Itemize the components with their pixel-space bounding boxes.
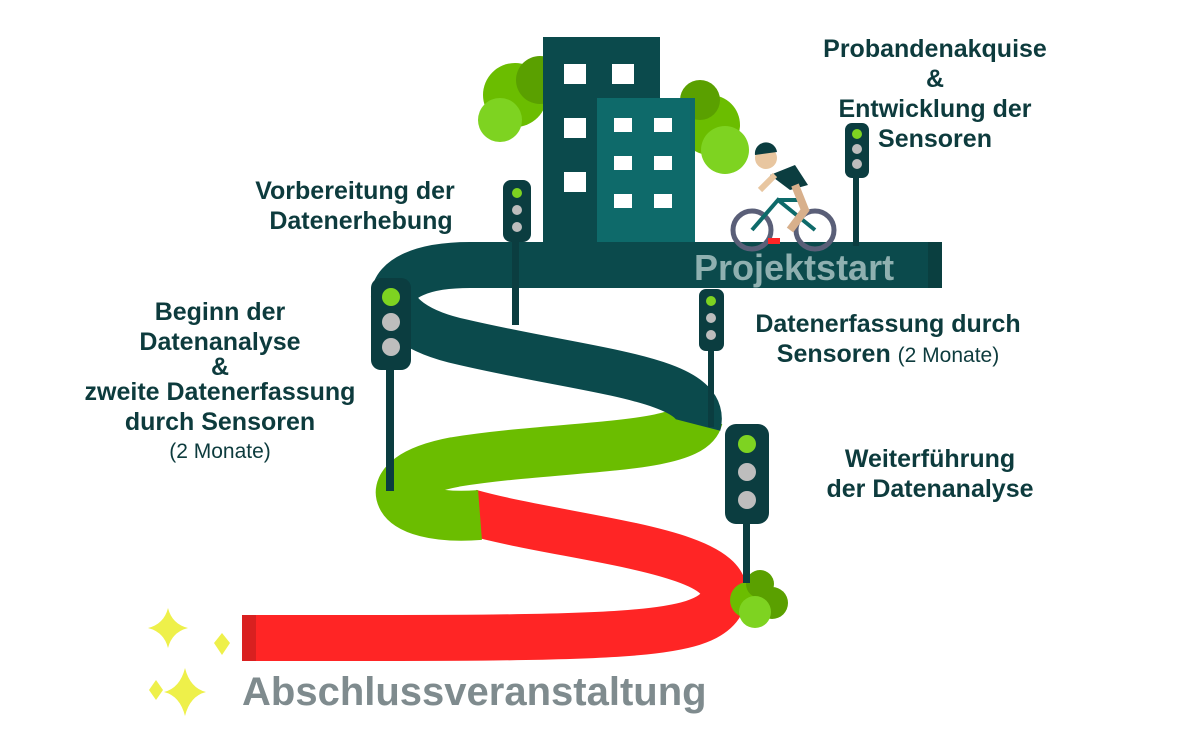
label-line: zweite Datenerfassung bbox=[84, 378, 356, 406]
label-duration: (2 Monate) bbox=[897, 344, 1000, 367]
milestone-projektstart: Projektstart bbox=[694, 247, 895, 288]
label-beginn-datenanalyse: Beginn der Datenanalyse & zweite Datener… bbox=[55, 297, 385, 467]
label-line: Sensoren (2 Monate) bbox=[733, 339, 1043, 371]
label-line: Beginn der bbox=[154, 298, 286, 326]
traffic-light-icon bbox=[371, 278, 411, 491]
label-line: Vorbereitung der bbox=[255, 177, 455, 205]
label-line: Entwicklung der bbox=[838, 95, 1032, 123]
traffic-light-icon bbox=[699, 289, 724, 427]
road-segment-red bbox=[244, 489, 747, 662]
label-line: Weiterführung bbox=[844, 445, 1016, 473]
traffic-light-icon bbox=[503, 180, 531, 325]
label-line: durch Sensoren bbox=[124, 408, 316, 436]
label-vorbereitung: Vorbereitung der Datenerhebung bbox=[230, 176, 480, 236]
road-segment-dark bbox=[371, 242, 940, 431]
bush-icon bbox=[730, 570, 788, 628]
label-line: der Datenanalyse bbox=[826, 475, 1034, 503]
sparkles-icon bbox=[148, 608, 230, 716]
label-line: Datenanalyse bbox=[139, 328, 301, 356]
label-line: & bbox=[925, 65, 945, 93]
traffic-light-icon bbox=[845, 123, 869, 246]
label-probandenakquise: Probandenakquise & Entwicklung der Senso… bbox=[810, 34, 1060, 154]
label-duration: (2 Monate) bbox=[169, 440, 271, 463]
label-line: Probandenakquise bbox=[823, 35, 1047, 63]
buildings-icon bbox=[543, 37, 695, 247]
cyclist-icon bbox=[730, 142, 837, 252]
label-weiterfuehrung: Weiterführung der Datenanalyse bbox=[800, 444, 1060, 504]
traffic-light-icon bbox=[725, 424, 769, 583]
label-line: Sensoren bbox=[878, 125, 992, 153]
label-line: Datenerhebung bbox=[269, 207, 453, 235]
label-line: & bbox=[210, 353, 230, 381]
label-datenerfassung: Datenerfassung durch Sensoren (2 Monate) bbox=[733, 309, 1043, 371]
milestone-abschlussveranstaltung: Abschlussveranstaltung bbox=[242, 670, 707, 714]
label-text: Sensoren bbox=[776, 340, 891, 368]
road bbox=[242, 242, 942, 662]
label-line: Datenerfassung durch bbox=[755, 310, 1021, 338]
road-segment-green bbox=[376, 404, 723, 541]
